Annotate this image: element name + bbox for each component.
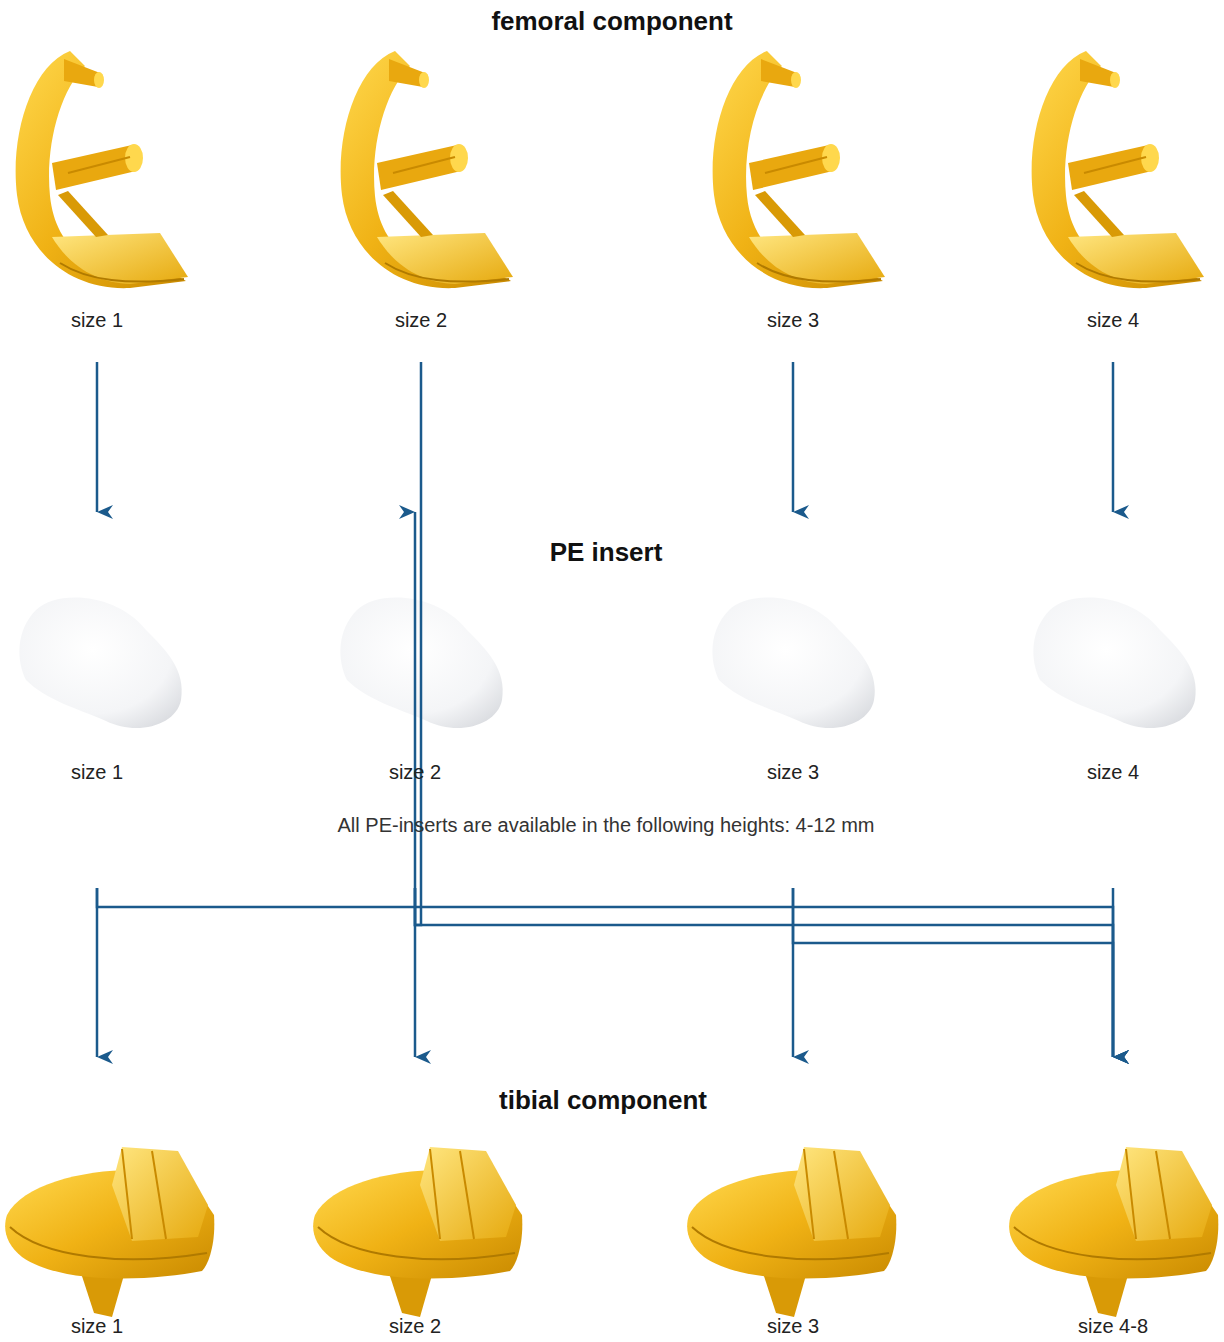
size-caption: size 3: [703, 760, 883, 784]
size-caption: size 2: [331, 308, 511, 332]
component-size-node: size 4-8: [1023, 1057, 1203, 1340]
section-heading: femoral component: [491, 6, 732, 37]
connector-arrow: [97, 888, 1113, 1057]
size-caption: size 3: [703, 1314, 883, 1338]
size-caption: size 1: [7, 308, 187, 332]
component-size-node: size 1: [7, 512, 187, 888]
connector-arrow: [792, 362, 795, 512]
component-size-node: size 3: [703, 1057, 883, 1340]
size-caption: size 1: [7, 1314, 187, 1338]
note-text: All PE-inserts are available in the foll…: [338, 813, 875, 837]
section-heading: tibial component: [499, 1085, 707, 1116]
size-caption: size 2: [325, 1314, 505, 1338]
connector-arrow: [415, 362, 421, 925]
component-size-node: size 1: [7, 1057, 187, 1340]
section-heading: PE insert: [550, 537, 663, 568]
connector-arrow: [793, 888, 1113, 1057]
connector-arrow: [96, 888, 99, 1057]
size-caption: size 3: [703, 308, 883, 332]
size-caption: size 4: [1023, 308, 1203, 332]
component-size-node: size 2: [331, 40, 511, 362]
connector-arrow: [1112, 362, 1115, 512]
pe-insert-images: [19, 597, 1195, 728]
tibial-images: [5, 1147, 1218, 1317]
component-size-node: size 1: [7, 40, 187, 362]
component-size-node: size 4: [1023, 512, 1203, 888]
size-caption: size 4-8: [1023, 1314, 1203, 1338]
size-caption: size 4: [1023, 760, 1203, 784]
connector-arrow: [96, 362, 99, 512]
size-caption: size 2: [325, 760, 505, 784]
component-size-node: size 4: [1023, 40, 1203, 362]
size-caption: size 1: [7, 760, 187, 784]
component-size-node: size 3: [703, 40, 883, 362]
connector-arrow: [415, 888, 1113, 1057]
femoral-images: [16, 51, 1204, 288]
component-size-node: size 2: [325, 1057, 505, 1340]
connector-arrow: [1112, 888, 1115, 1057]
